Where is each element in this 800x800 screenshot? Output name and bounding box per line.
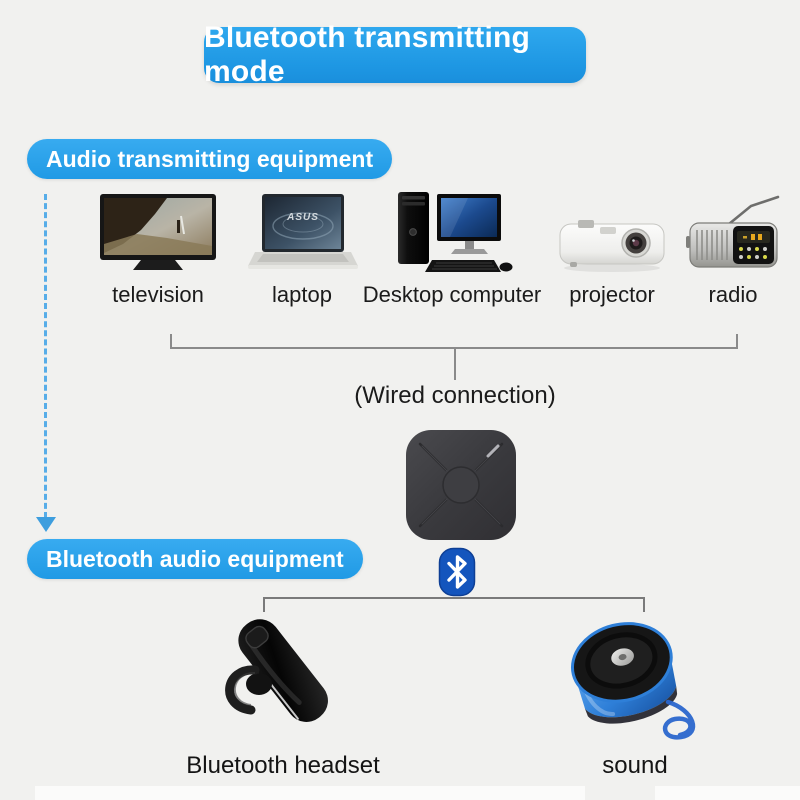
device-television: television (92, 192, 224, 308)
transmit-section-label-text: Audio transmitting equipment (46, 145, 374, 172)
receive-section-label-text: Bluetooth audio equipment (46, 545, 344, 572)
bluetooth-icon (438, 547, 476, 597)
projector-icon (554, 192, 670, 278)
device-laptop: ASUS laptop (244, 192, 360, 308)
laptop-icon: ASUS (245, 192, 359, 278)
bracket-bottom-line (263, 597, 645, 599)
device-label: sound (602, 752, 668, 779)
bracket-top-right-tick (736, 334, 738, 349)
device-label: radio (708, 282, 758, 307)
title-banner: Bluetooth transmitting mode (204, 21, 586, 88)
bracket-bottom-right-tick (643, 597, 645, 612)
transmit-section-label: Audio transmitting equipment (27, 139, 393, 179)
page-title: Bluetooth transmitting mode (204, 21, 531, 88)
device-bluetooth-headset: Bluetooth headset (178, 610, 388, 780)
background-strip (35, 786, 585, 800)
device-speaker: sound (560, 610, 710, 780)
flow-arrow-head-icon (36, 517, 56, 532)
flow-arrow-line (44, 194, 47, 518)
device-label: laptop (272, 282, 332, 307)
speaker-icon (560, 610, 710, 746)
desktop-computer-icon (390, 190, 514, 278)
device-label: Desktop computer (362, 282, 542, 307)
bluetooth-adapter-icon (404, 428, 518, 542)
device-projector: projector (548, 192, 676, 308)
device-label: television (112, 282, 204, 307)
bracket-top-center-stem (454, 347, 456, 380)
background-strip (655, 786, 800, 800)
device-radio: radio (678, 192, 788, 308)
television-icon (97, 192, 219, 278)
device-label: Bluetooth headset (186, 752, 380, 779)
bracket-top-left-tick (170, 334, 172, 349)
device-label: projector (569, 282, 655, 307)
radio-icon (681, 192, 785, 278)
bracket-bottom-left-tick (263, 597, 265, 612)
device-desktop-computer: Desktop computer (363, 190, 541, 308)
bluetooth-headset-icon (203, 610, 363, 746)
laptop-brand-text: ASUS (286, 212, 319, 223)
receive-section-label: Bluetooth audio equipment (27, 539, 363, 579)
wired-connection-note: (Wired connection) (354, 382, 556, 409)
